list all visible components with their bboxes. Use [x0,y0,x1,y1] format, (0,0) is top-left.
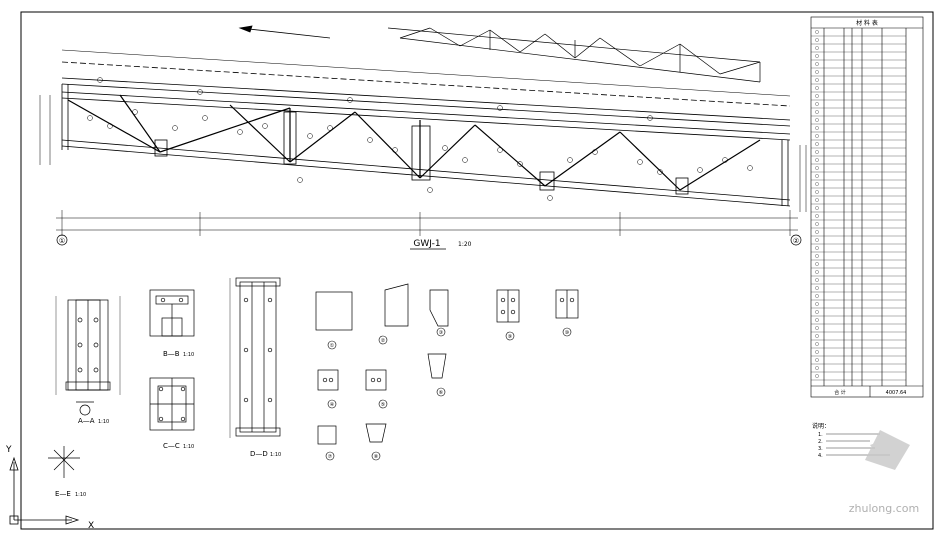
table-row-bubble [815,86,819,90]
table-row-bubble [815,286,819,290]
axis-label-right: ② [793,237,799,245]
section-a-label: A—A [78,417,95,425]
detail-label-8: ⑧ [374,454,379,460]
table-row-bubble [815,174,819,178]
section-b-b [149,289,195,337]
axis-markers: ① ② [56,234,802,246]
table-row-bubble [815,30,819,34]
table-row-bubble [815,126,819,130]
table-row-bubble [815,118,819,122]
detail-label-3: ③ [439,330,443,336]
table-row-bubble [815,206,819,210]
section-b-label: B—B [163,350,180,358]
table-row-bubble [815,102,819,106]
table-row-bubble [815,262,819,266]
section-a-scale: 1:10 [98,419,109,425]
material-table-rows [811,30,906,381]
table-row-bubble [815,222,819,226]
table-row-bubble [815,254,819,258]
table-row-bubble [815,62,819,66]
watermark-logo [865,430,910,470]
table-row-bubble [815,134,819,138]
section-e-scale: 1:10 [75,492,86,498]
watermark-text: zhulong.com [849,502,919,515]
detail-label-4: ④ [330,402,335,408]
note-line-1: 1. [818,432,823,438]
table-row-bubble [815,294,819,298]
table-row-bubble [815,214,819,218]
main-truss-scale: 1:20 [458,241,472,248]
section-a-a [55,296,121,416]
table-row-bubble [815,110,819,114]
notes-lines: 1. 2. 3. 4. [818,432,823,459]
table-row-bubble [815,70,819,74]
table-row-bubble [815,374,819,378]
note-line-2: 2. [818,439,823,445]
table-row-bubble [815,78,819,82]
detail-label-2: ② [381,338,386,344]
detail-label-5: ⑤ [381,402,385,408]
material-table-footer-right: 4007.64 [886,390,907,396]
table-row-bubble [815,46,819,50]
table-row-bubble [815,182,819,186]
section-c-c [149,377,195,431]
section-e-label: E—E [55,490,71,498]
detail-label-9: ⑨ [508,334,512,340]
plate-details [315,283,579,445]
table-row-bubble [815,246,819,250]
material-table-title: 材 料 表 [856,19,878,27]
drawing-border [20,11,934,530]
table-row-bubble [815,150,819,154]
ucs-x-label: X [88,521,94,531]
section-d-label: D—D [250,450,268,458]
section-b-scale: 1:10 [183,352,194,358]
axis-label-left: ① [59,237,65,245]
table-row-bubble [815,142,819,146]
detail-label-10: ⑩ [565,330,570,336]
axis-bubble-left [56,234,68,246]
section-d-d [229,277,281,438]
section-e-e [48,446,80,478]
table-row-bubble [815,54,819,58]
table-row-bubble [815,342,819,346]
detail-label-7: ⑦ [328,454,333,460]
note-line-4: 4. [818,453,823,459]
material-table-footer-left: 合 计 [834,389,846,396]
main-truss-elevation [39,25,807,236]
table-row-bubble [815,270,819,274]
table-row-bubble [815,94,819,98]
web-geometry-diagram [387,27,761,83]
table-row-bubble [815,358,819,362]
table-row-bubble [815,366,819,370]
member-callouts [87,77,753,201]
table-row-bubble [815,278,819,282]
ucs-icon [9,456,80,525]
ucs-y-label: Y [5,445,12,455]
table-row-bubble [815,302,819,306]
section-c-scale: 1:10 [183,444,194,450]
notes-heading: 说明： [812,422,830,430]
note-line-3: 3. [818,446,823,452]
detail-label-6: ⑥ [439,390,444,396]
table-row-bubble [815,190,819,194]
table-row-bubble [815,38,819,42]
main-truss-title: GWJ-1 [413,239,440,249]
table-row-bubble [815,310,819,314]
table-row-bubble [815,238,819,242]
table-row-bubble [815,350,819,354]
table-row-bubble [815,334,819,338]
axis-bubble-right [790,234,802,246]
section-c-label: C—C [163,442,180,450]
section-d-scale: 1:10 [270,452,281,458]
table-row-bubble [815,158,819,162]
detail-label-1: ① [330,343,335,349]
table-row-bubble [815,326,819,330]
table-row-bubble [815,166,819,170]
material-table [810,16,924,398]
table-row-bubble [815,318,819,322]
table-row-bubble [815,230,819,234]
table-row-bubble [815,198,819,202]
detail-bubbles [325,327,572,461]
